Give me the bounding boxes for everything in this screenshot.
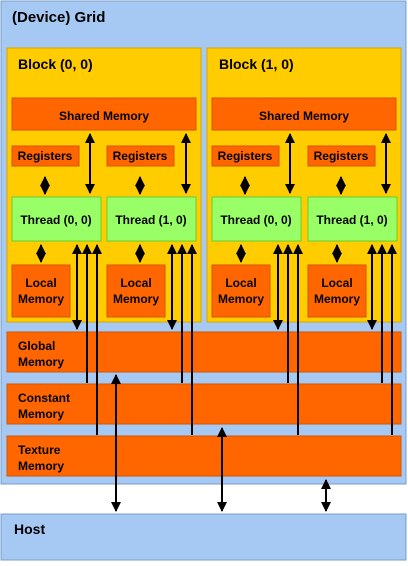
block-0-local-memory-0-line2: Memory	[18, 292, 64, 306]
global-memory-line2: Memory	[18, 355, 64, 369]
block-1-local-memory-1-line1: Local	[321, 276, 352, 290]
block-1-local-memory-0-line2: Memory	[218, 292, 264, 306]
block-1-local-memory-1-line2: Memory	[314, 292, 360, 306]
block-1-shared-memory	[211, 97, 397, 131]
constant-memory-line2: Memory	[18, 407, 64, 421]
host-title: Host	[14, 521, 45, 537]
block-0-shared-memory-label: Shared Memory	[59, 109, 149, 123]
block-0-thread-1	[106, 196, 197, 242]
block-1-registers-0	[211, 145, 280, 167]
block-1-title: Block (1, 0)	[219, 56, 294, 72]
block-0-local-memory-1-line1: Local	[120, 276, 151, 290]
block-1-thread-0-label: Thread (0, 0)	[220, 213, 291, 227]
block-0-thread-1-label: Thread (1, 0)	[115, 213, 186, 227]
block-1: Block (1, 0) Shared Memory Registers Reg…	[206, 47, 402, 323]
block-1-thread-1-label: Thread (1, 0)	[316, 213, 387, 227]
block-1-registers-1	[307, 145, 376, 167]
block-0-thread-0-label: Thread (0, 0)	[20, 213, 91, 227]
block-0-registers-0	[11, 145, 80, 167]
global-memory	[6, 331, 402, 373]
block-0-shared-memory	[11, 97, 197, 131]
block-0-local-memory-0	[11, 264, 71, 318]
texture-memory	[6, 435, 402, 477]
block-1-thread-1	[307, 196, 398, 242]
constant-memory-line1: Constant	[18, 391, 70, 405]
block-0-registers-1	[106, 145, 175, 167]
block-0-registers-0-label: Registers	[18, 149, 73, 163]
block-0-local-memory-1	[106, 264, 166, 318]
block-0-title: Block (0, 0)	[18, 56, 93, 72]
block-0-registers-1-label: Registers	[113, 149, 168, 163]
block-0-local-memory-1-line2: Memory	[113, 292, 159, 306]
block-1-shared-memory-label: Shared Memory	[259, 109, 349, 123]
texture-memory-line2: Memory	[18, 459, 64, 473]
block-0-local-memory-0-line1: Local	[25, 276, 56, 290]
block-1-thread-0	[211, 196, 302, 242]
block-1-local-memory-0-line1: Local	[225, 276, 256, 290]
grid-title: (Device) Grid	[12, 9, 105, 26]
block-1-local-memory-0	[211, 264, 271, 318]
texture-memory-line1: Texture	[18, 443, 61, 457]
block-0-thread-0	[11, 196, 102, 242]
block-1-registers-1-label: Registers	[314, 149, 369, 163]
host-box	[0, 513, 407, 561]
block-1-registers-0-label: Registers	[218, 149, 273, 163]
constant-memory	[6, 383, 402, 425]
block-0: Block (0, 0) Shared Memory Registers Reg…	[6, 47, 202, 323]
global-memory-line1: Global	[18, 339, 55, 353]
block-1-local-memory-1	[307, 264, 367, 318]
